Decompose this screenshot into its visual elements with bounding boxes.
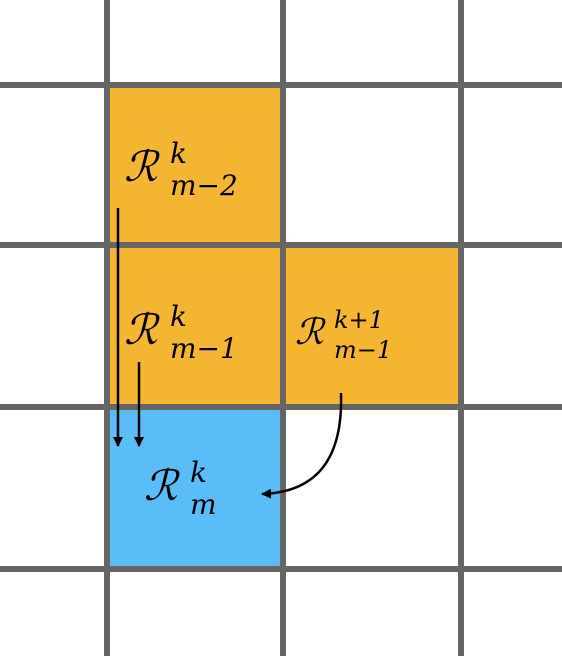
script-r-symbol: ℛ: [124, 305, 160, 354]
arrow-from-r-m-minus-1-k-plus-1: [261, 392, 343, 499]
subscript-m-minus-2: m−2: [170, 169, 238, 202]
script-r-symbol: ℛ: [124, 142, 160, 191]
script-r-symbol: ℛ: [144, 461, 180, 510]
cell-r-m-minus-1-k: [107, 245, 283, 407]
superscript-k: k: [170, 137, 187, 170]
superscript-k-plus-1: k+1: [334, 306, 384, 334]
subscript-m: m: [190, 488, 217, 521]
cell-r-m-k: [107, 407, 283, 569]
cell-r-m-minus-2-k: [107, 85, 283, 245]
superscript-k: k: [190, 456, 207, 489]
label-r-m-minus-1-k: ℛ k m−1: [124, 300, 238, 365]
label-r-m-minus-1-k-plus-1: ℛ k+1 m−1: [295, 306, 392, 364]
script-r-symbol: ℛ: [295, 312, 326, 353]
arrows: [113, 208, 343, 499]
subscript-m-minus-1: m−1: [334, 336, 392, 364]
label-r-m-k: ℛ k m: [144, 456, 217, 521]
subscript-m-minus-1: m−1: [170, 332, 238, 365]
label-r-m-minus-2-k: ℛ k m−2: [124, 137, 238, 202]
superscript-k: k: [170, 300, 187, 333]
cell-r-m-minus-1-k-plus-1: [283, 245, 461, 407]
